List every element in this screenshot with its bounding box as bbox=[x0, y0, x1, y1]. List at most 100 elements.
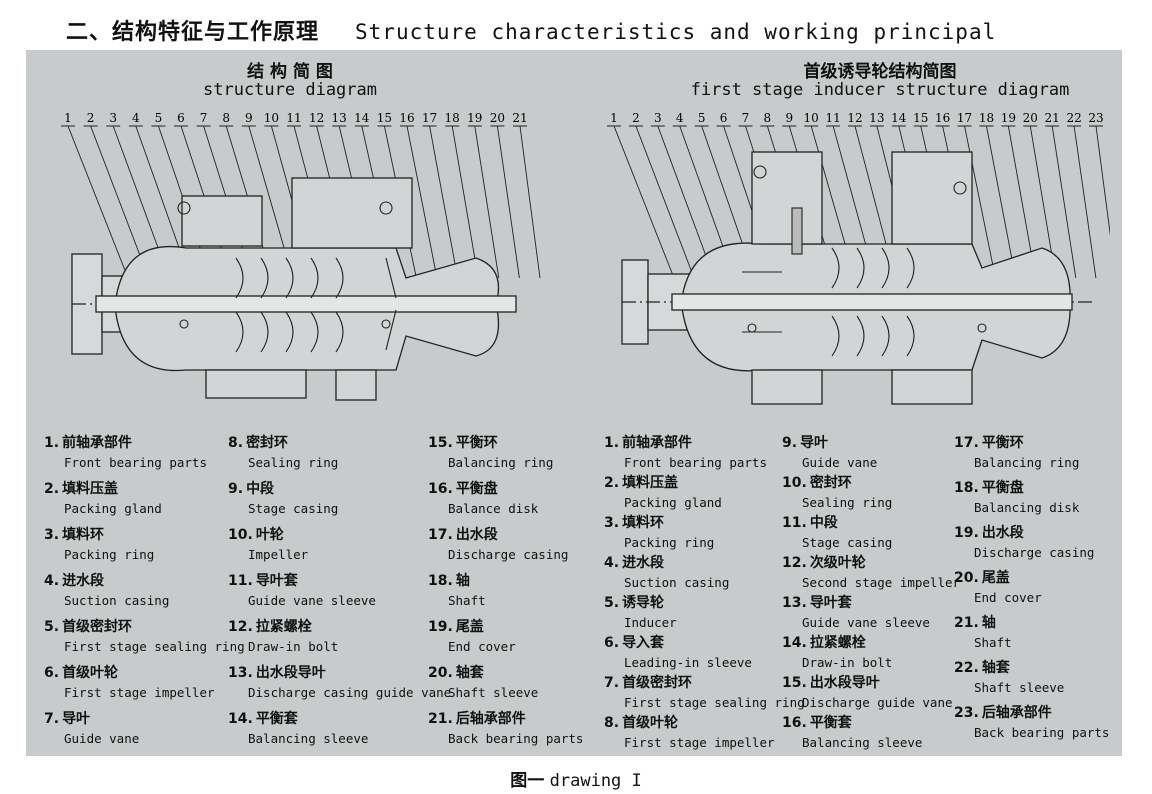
legend-item-number: 4. bbox=[44, 573, 60, 589]
leader-line bbox=[474, 125, 500, 279]
legend-item-number: 3. bbox=[44, 527, 60, 543]
legend-item-label-en: Discharge casing bbox=[974, 545, 1095, 560]
legend-item-label-en: Packing gland bbox=[624, 495, 722, 510]
legend-item-name-cn: 20.轴套 bbox=[428, 662, 618, 682]
legend-item-label-cn: 出水段导叶 bbox=[809, 675, 880, 691]
callout-number: 4 bbox=[132, 111, 140, 125]
callout-number: 20 bbox=[1023, 111, 1038, 125]
legend-item-name-cn: 19.尾盖 bbox=[428, 616, 618, 636]
leader-line bbox=[635, 125, 695, 279]
legend-item-number: 5. bbox=[604, 595, 620, 611]
legend-item-name-cn: 13.出水段导叶 bbox=[228, 662, 418, 682]
legend-item-name-cn: 22.轴套 bbox=[954, 657, 1144, 677]
legend-item-name-cn: 1.前轴承部件 bbox=[44, 432, 234, 452]
legend-item-name-cn: 7.首级密封环 bbox=[604, 672, 794, 692]
legend-item-name-cn: 14.拉紧螺栓 bbox=[782, 632, 972, 652]
leader-line bbox=[519, 125, 541, 279]
legend-item-number: 9. bbox=[228, 481, 244, 497]
legend-item-number: 10. bbox=[228, 527, 253, 543]
leader-line bbox=[964, 125, 996, 279]
legend-item-label-cn: 轴 bbox=[981, 615, 996, 631]
callout-number: 21 bbox=[512, 111, 527, 125]
legend-item-name-cn: 16.平衡盘 bbox=[428, 478, 618, 498]
legend-item-number: 3. bbox=[604, 515, 620, 531]
legend-item-label-cn: 进水段 bbox=[62, 573, 105, 589]
legend-item-label-cn: 中段 bbox=[809, 515, 838, 531]
legend-item-name-cn: 23.后轴承部件 bbox=[954, 702, 1144, 722]
legend-item-label-en: First stage sealing ring bbox=[64, 639, 245, 654]
legend-item-label-cn: 填料环 bbox=[62, 527, 105, 543]
legend-item-number: 15. bbox=[782, 675, 807, 691]
legend-item-label-en: Shaft bbox=[448, 593, 486, 608]
legend-item-label-en: Guide vane sleeve bbox=[248, 593, 376, 608]
left-title-en: structure diagram bbox=[203, 79, 377, 100]
legend-item-number: 12. bbox=[228, 619, 253, 635]
legend-item-number: 7. bbox=[44, 711, 60, 727]
legend-item-name-cn: 15.平衡环 bbox=[428, 432, 618, 452]
leader-line bbox=[451, 125, 479, 279]
legend-item-number: 9. bbox=[782, 435, 798, 451]
leader-line bbox=[657, 125, 715, 279]
legend-item-label-cn: 拉紧螺栓 bbox=[255, 619, 312, 635]
callout-number: 4 bbox=[676, 111, 684, 125]
legend-item-number: 18. bbox=[954, 480, 979, 496]
legend-item-number: 18. bbox=[428, 573, 453, 589]
legend-item-name-cn: 8.密封环 bbox=[228, 432, 418, 452]
legend-item-label-cn: 导入套 bbox=[622, 635, 665, 651]
legend-item-name-cn: 10.密封环 bbox=[782, 472, 972, 492]
legend-item-label-cn: 平衡套 bbox=[255, 711, 298, 727]
right-pump-outline bbox=[621, 151, 1092, 405]
legend-item-label-en: Guide vane sleeve bbox=[802, 615, 930, 630]
callout-number: 13 bbox=[332, 111, 347, 125]
callout-number: 5 bbox=[698, 111, 706, 125]
legend-item-label-cn: 出水段 bbox=[981, 525, 1024, 541]
legend-item-label-cn: 首级密封环 bbox=[62, 619, 133, 635]
legend-item: 11.导叶套 Guide vane sleeve bbox=[228, 570, 418, 608]
left-title-cn: 结 构 简 图 bbox=[247, 62, 333, 82]
legend-item-label-cn: 首级密封环 bbox=[622, 675, 693, 691]
right-title-en: first stage inducer structure diagram bbox=[690, 79, 1070, 100]
callout-number: 21 bbox=[1045, 111, 1060, 125]
legend-item-number: 20. bbox=[954, 570, 979, 586]
legend-item-name-cn: 4.进水段 bbox=[604, 552, 794, 572]
leader-line bbox=[406, 125, 438, 279]
leader-line bbox=[90, 125, 150, 279]
legend-item-label-cn: 平衡套 bbox=[809, 715, 852, 731]
legend-item-label-en: Guide vane bbox=[64, 731, 140, 746]
legend-item-label-cn: 进水段 bbox=[622, 555, 665, 571]
legend-item-name-cn: 21.后轴承部件 bbox=[428, 708, 618, 728]
legend-item-label-cn: 尾盖 bbox=[455, 619, 484, 635]
leader-line bbox=[429, 125, 459, 279]
legend-item-number: 7. bbox=[604, 675, 620, 691]
callout-number: 2 bbox=[87, 111, 95, 125]
legend-item-label-en: Draw-in bolt bbox=[248, 639, 339, 654]
legend-item-label-en: Balancing ring bbox=[974, 455, 1080, 470]
legend-item-label-cn: 导叶套 bbox=[809, 595, 852, 611]
legend-item-label-en: Sealing ring bbox=[248, 455, 339, 470]
legend-item-name-cn: 11.导叶套 bbox=[228, 570, 418, 590]
legend-item-label-cn: 平衡环 bbox=[981, 435, 1024, 451]
callout-number: 23 bbox=[1088, 111, 1103, 125]
callout-number: 1 bbox=[64, 111, 72, 125]
legend-item-name-cn: 6.导入套 bbox=[604, 632, 794, 652]
legend-item-number: 2. bbox=[604, 475, 620, 491]
legend-item-number: 6. bbox=[44, 665, 60, 681]
callout-number: 6 bbox=[177, 111, 185, 125]
